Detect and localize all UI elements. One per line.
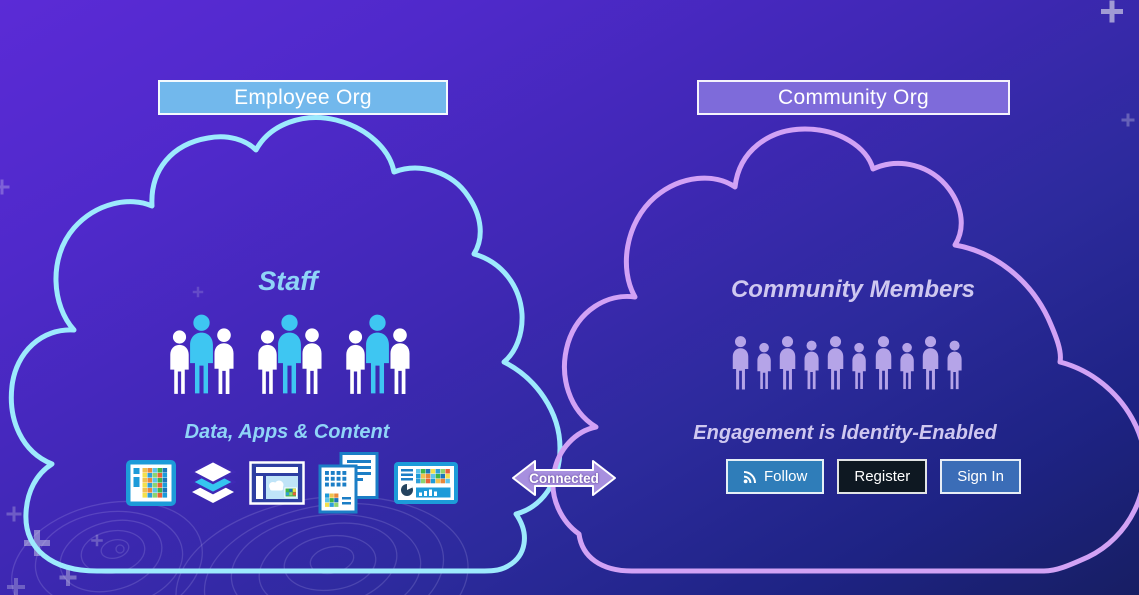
staff-people-group: [170, 310, 410, 396]
person-icon: [852, 342, 867, 389]
community-cloud-outline: [550, 126, 1139, 574]
person-icon: [875, 336, 891, 390]
person-icon: [779, 336, 796, 390]
person-icon: [170, 330, 189, 394]
person-icon: [390, 328, 410, 394]
staff-person-group: [170, 314, 237, 396]
connected-arrow-label: Connected: [529, 470, 599, 486]
person-icon: [804, 340, 819, 390]
person-icon: [828, 336, 844, 390]
buttons-row: Follow Register Sign In: [726, 459, 1021, 494]
person-icon: [757, 342, 771, 389]
follow-button-label: Follow: [764, 468, 808, 485]
staff-label: Staff: [258, 266, 318, 296]
employee-cloud-outline: [8, 115, 563, 574]
map-viewer-icon: [126, 460, 176, 506]
layers-icon: [190, 461, 236, 503]
staff-person-group: [346, 314, 413, 396]
community-people-group: [728, 332, 964, 392]
community-members-label: Community Members: [730, 276, 976, 303]
employee-org-header: Employee Org: [158, 80, 448, 115]
connected-arrow: Connected: [511, 458, 617, 498]
reports-icon: [318, 451, 379, 513]
person-icon: [302, 328, 322, 394]
person-icon: [346, 330, 365, 394]
person-icon: [732, 336, 749, 390]
contour-lines: [11, 495, 469, 595]
person-icon: [900, 342, 914, 389]
person-icon: [190, 314, 213, 394]
person-icon: [922, 336, 939, 390]
sign-in-button[interactable]: Sign In: [940, 459, 1021, 494]
follow-button[interactable]: Follow: [726, 459, 825, 494]
engagement-label: Engagement is Identity-Enabled: [693, 422, 997, 444]
data-apps-content-label: Data, Apps & Content: [184, 421, 390, 443]
register-button[interactable]: Register: [837, 459, 928, 494]
rss-icon: [743, 470, 756, 483]
app-icons-row: [112, 448, 472, 518]
community-org-header-label: Community Org: [778, 85, 929, 109]
person-icon: [366, 314, 389, 394]
person-icon: [947, 340, 962, 390]
dashboard-icon: [394, 462, 458, 504]
sign-in-button-label: Sign In: [957, 468, 1004, 485]
staff-person-group: [258, 314, 325, 396]
employee-org-header-label: Employee Org: [234, 85, 372, 109]
person-icon: [214, 328, 234, 394]
register-button-label: Register: [854, 468, 911, 485]
community-org-header: Community Org: [697, 80, 1010, 115]
person-icon: [278, 314, 301, 394]
web-app-icon: [249, 461, 305, 505]
person-icon: [258, 330, 277, 394]
